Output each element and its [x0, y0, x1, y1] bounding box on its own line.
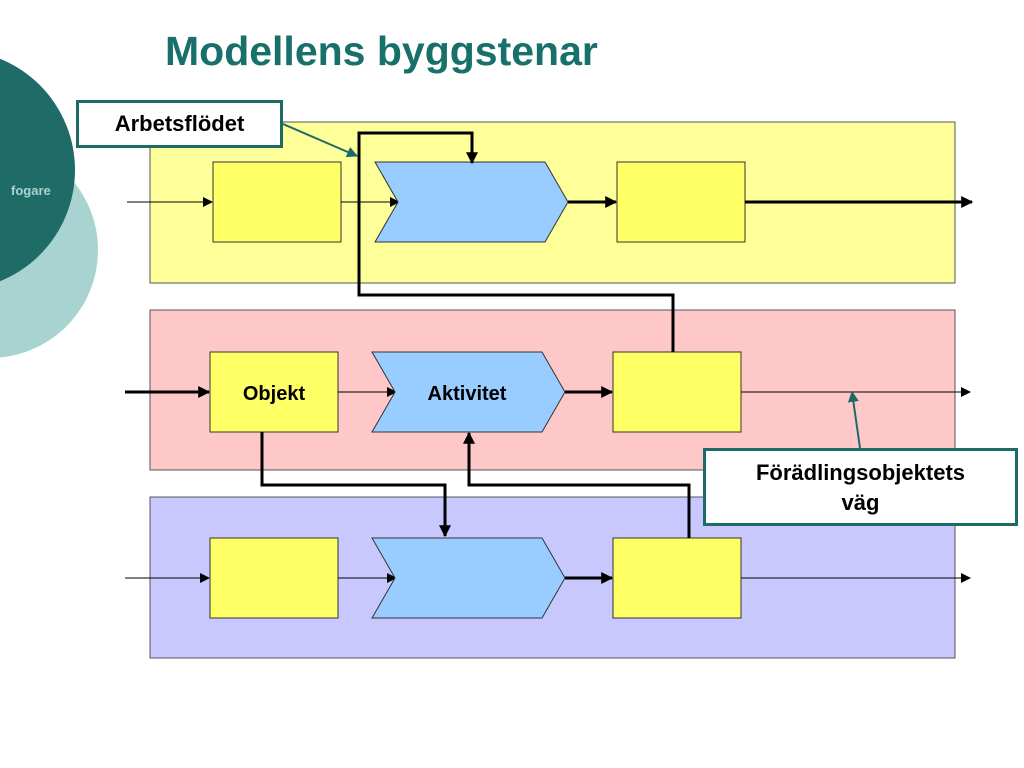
workflow-connector-bottom-to-middle [463, 431, 691, 538]
activity-label: Aktivitet [428, 383, 507, 405]
callout-workflow-text: Arbetsflödet [114, 111, 245, 136]
workflow-connector-middle-to-bottom [260, 432, 451, 538]
row1-object-left [212, 161, 342, 243]
callout-refinement-line2: väg [841, 490, 880, 515]
slide-title: Modellens byggstenar [165, 28, 598, 74]
callout-refinement-pointer [847, 390, 861, 449]
callout-workflow: Arbetsflödet [76, 100, 283, 148]
callout-workflow-pointer [282, 123, 359, 158]
row3-object-left [209, 537, 339, 619]
workflow-connector-middle-to-top [357, 131, 675, 352]
callout-refinement-line1: Förädlingsobjektets [755, 460, 966, 485]
decor-circle-dark [0, 58, 75, 282]
brand-label: fogare [11, 183, 51, 198]
object-label: Objekt [243, 383, 306, 405]
row3-object-right [612, 537, 742, 619]
row2-object-right [612, 351, 742, 433]
row2-activity [371, 351, 566, 433]
row1-activity [374, 161, 569, 243]
row3-activity [371, 537, 566, 619]
callout-refinement-path: Förädlingsobjektets väg [703, 448, 1018, 526]
row1-object-right [616, 161, 746, 243]
row2-object-left [209, 351, 339, 433]
